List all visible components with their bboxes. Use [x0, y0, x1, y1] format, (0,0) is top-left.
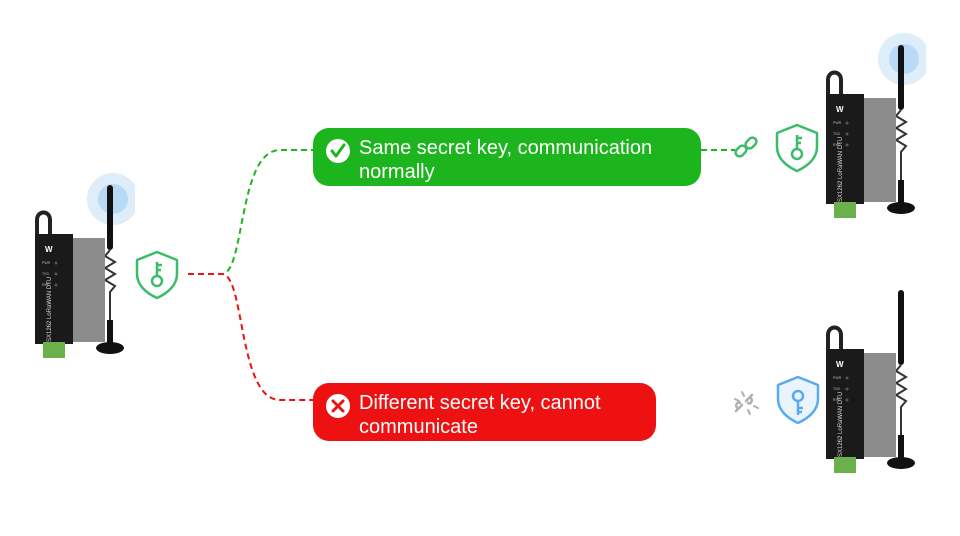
antenna	[898, 45, 904, 110]
shield-key-icon	[135, 250, 179, 300]
antenna	[107, 185, 113, 250]
failure-connector	[188, 273, 313, 401]
led-label-pwr: PWR	[42, 261, 51, 265]
led-label-txd: TXD	[833, 387, 840, 391]
led-label-txd: TXD	[42, 272, 49, 276]
led-label-txd: TXD	[833, 132, 840, 136]
device-model: SX1262 LoRaWAN DTU	[838, 137, 844, 202]
led-label-rxd: RXD	[833, 143, 841, 147]
device-model: SX1262 LoRaWAN DTU	[47, 277, 53, 342]
failure-banner: Different secret key, cannot communicate	[313, 383, 656, 441]
lora-dtu-peer-ok: W PWR TXD RXD SX1262 LoRaWAN DTU	[826, 33, 926, 218]
failure-message-line1: Different secret key, cannot	[359, 392, 601, 414]
shield-key-icon	[775, 123, 819, 173]
shield-key-icon	[776, 375, 820, 425]
success-connector	[188, 149, 313, 275]
device-model: SX1262 LoRaWAN DTU	[838, 392, 844, 457]
dtu-body	[826, 94, 864, 204]
device-logo: W	[836, 105, 844, 114]
led-label-rxd: RXD	[42, 283, 50, 287]
device-logo: W	[836, 360, 844, 369]
led-label-pwr: PWR	[833, 121, 842, 125]
link-icon	[734, 136, 758, 158]
broken-link-icon	[734, 391, 759, 415]
success-message: Same secret key, communication normally	[359, 136, 652, 184]
success-banner: Same secret key, communication normally	[313, 128, 701, 186]
led-label-pwr: PWR	[833, 376, 842, 380]
check-icon	[326, 139, 350, 163]
lora-dtu-sender: W PWR TXD RXD SX1262 LoRaWAN DTU	[35, 173, 135, 358]
lora-dtu-peer-mismatch: W PWR TXD RXD SX1262 LoRaWAN DTU	[826, 290, 915, 473]
antenna	[898, 290, 904, 365]
failure-message: Different secret key, cannot communicate	[359, 391, 601, 439]
device-logo: W	[45, 245, 53, 254]
led-label-rxd: RXD	[833, 398, 841, 402]
success-message-line1: Same secret key, communication	[359, 137, 653, 159]
dtu-body	[35, 234, 73, 344]
cross-icon	[326, 394, 350, 418]
failure-message-line2: communicate	[359, 416, 478, 438]
success-message-line2: normally	[359, 161, 435, 183]
dtu-body	[826, 349, 864, 459]
